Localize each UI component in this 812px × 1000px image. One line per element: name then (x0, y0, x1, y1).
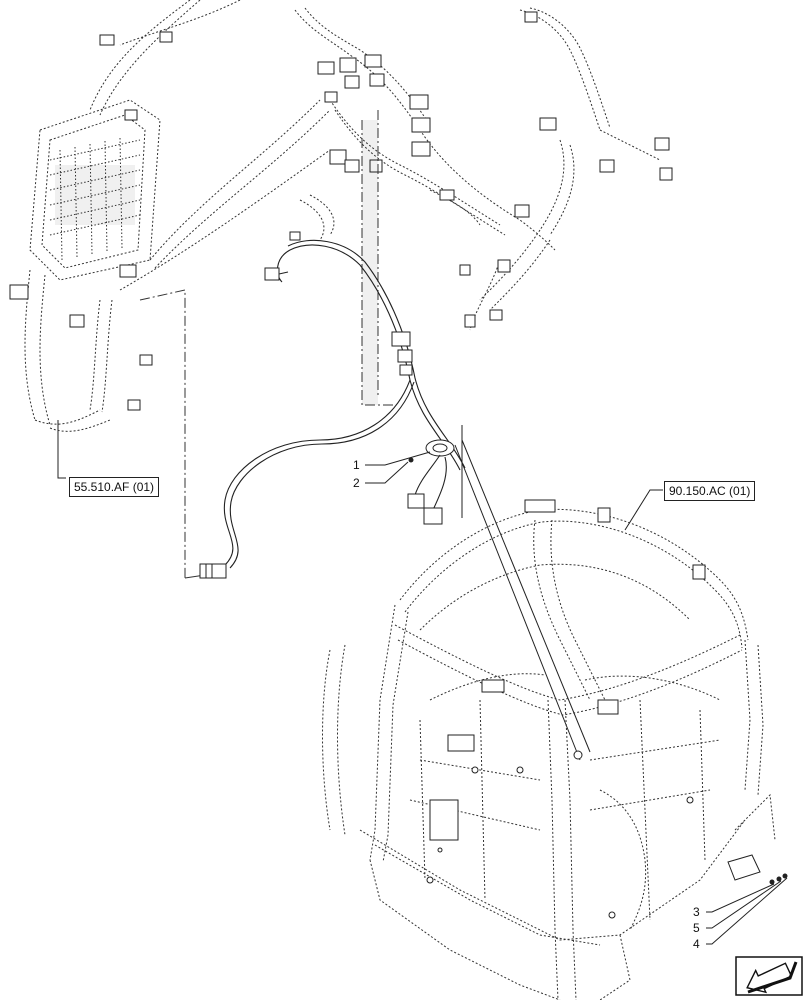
fuse-box-assembly (9, 31, 173, 432)
indicator-lines (139, 110, 395, 579)
callout-1: 1 (353, 458, 360, 472)
arrow-corner-icon[interactable] (735, 956, 803, 999)
callout-3: 3 (693, 905, 700, 919)
featured-cab-harness (199, 239, 466, 579)
leader-lines (454, 439, 591, 761)
callout-5: 5 (693, 921, 700, 935)
cab-frame (322, 499, 788, 1000)
callout-2: 2 (353, 476, 360, 490)
connector-cluster (289, 11, 673, 328)
reference-label-right[interactable]: 90.150.AC (01) (664, 481, 756, 501)
callout-4: 4 (693, 937, 700, 951)
reference-label-left[interactable]: 55.510.AF (01) (69, 477, 160, 497)
upper-wiring-harness (89, 0, 661, 331)
callout-leaders (57, 420, 788, 945)
